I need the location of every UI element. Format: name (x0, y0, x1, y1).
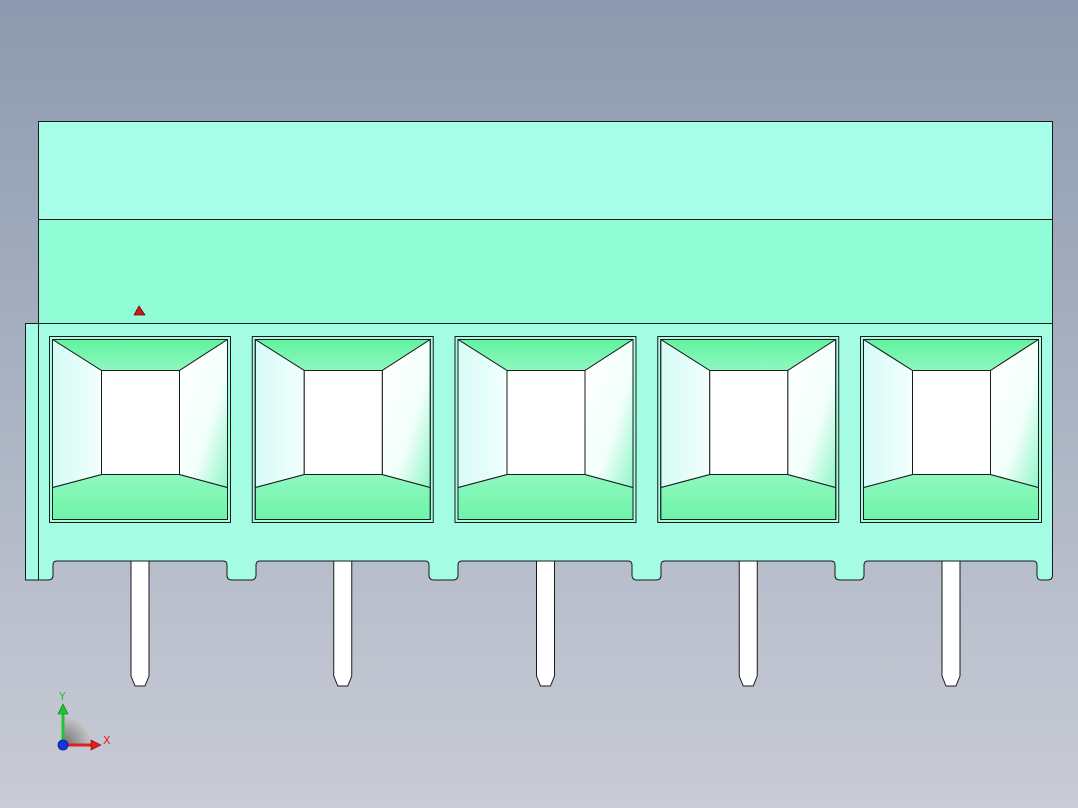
pocket-window (506, 370, 586, 475)
pocket-inner-edge (254, 339, 431, 520)
pocket-inner-edge (863, 339, 1039, 520)
triad-x-arrow-icon (90, 739, 102, 751)
terminal-pocket[interactable] (251, 336, 434, 523)
pocket-window (912, 370, 991, 475)
pocket-inner-edge (660, 339, 837, 520)
pocket-bottom-wall (660, 474, 837, 520)
terminal-pin[interactable] (738, 560, 758, 687)
pocket-bottom-wall (863, 474, 1039, 520)
triad-x-label: X (103, 734, 111, 747)
pocket-inner-edge (52, 339, 228, 520)
terminal-pin[interactable] (536, 560, 555, 687)
pocket-window (709, 370, 789, 475)
triad-z-axis-icon (57, 739, 69, 751)
terminal-pocket[interactable] (657, 336, 840, 523)
triad-y-label: Y (58, 690, 66, 703)
terminal-pocket[interactable] (454, 336, 637, 523)
axis-triad[interactable]: Y X (57, 690, 111, 751)
pocket-bottom-wall (52, 474, 228, 520)
pocket-window (303, 370, 383, 475)
middle-face[interactable] (38, 219, 1053, 324)
terminal-pin[interactable] (941, 560, 961, 687)
triad-rotation-arc-icon (63, 716, 92, 745)
pocket-bottom-wall (254, 474, 431, 520)
terminal-pin[interactable] (333, 560, 353, 687)
triad-y-arrow-icon (57, 703, 69, 715)
terminal-pin[interactable] (130, 560, 150, 687)
terminal-pocket[interactable] (860, 336, 1042, 523)
pocket-inner-edge (457, 339, 634, 520)
polarity-marker-icon (133, 305, 146, 316)
pocket-window (101, 370, 180, 475)
terminal-block-model[interactable] (25, 121, 1053, 687)
pocket-bottom-wall (457, 474, 634, 520)
top-face[interactable] (38, 121, 1053, 220)
terminal-pocket[interactable] (49, 336, 231, 523)
